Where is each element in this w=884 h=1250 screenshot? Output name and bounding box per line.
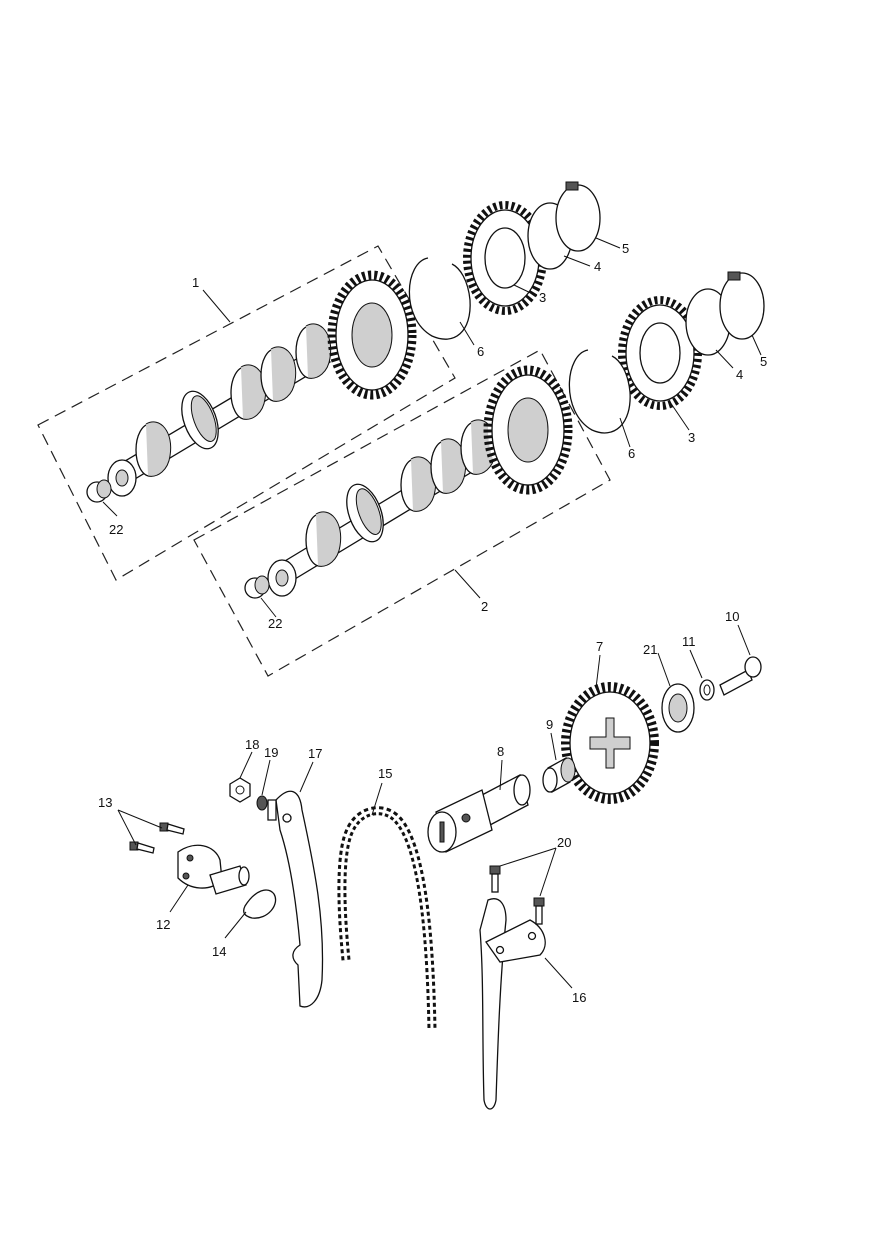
ring-5-lower <box>719 272 765 340</box>
callout-16: 16 <box>572 990 586 1005</box>
gear-3-lower <box>618 296 702 410</box>
guide-blade-16 <box>479 898 507 1110</box>
callout-22-upper: 22 <box>109 522 123 537</box>
callout-18: 18 <box>245 737 259 752</box>
ring-5-upper-tab <box>565 181 579 191</box>
bearing-21 <box>661 683 695 733</box>
cam-chain-15 <box>337 806 437 1031</box>
callout-5-upper: 5 <box>622 241 629 256</box>
callout-1: 1 <box>192 275 199 290</box>
bolt-20-a <box>489 865 501 893</box>
callout-14: 14 <box>212 944 226 959</box>
cam-sprocket-1 <box>327 270 417 400</box>
needle-bearing-9 <box>542 756 576 794</box>
callout-7: 7 <box>596 639 603 654</box>
idler-gear-7 <box>561 682 659 804</box>
callout-17: 17 <box>308 746 322 761</box>
nut-18 <box>229 777 251 803</box>
callout-3-lower: 3 <box>688 430 695 445</box>
ring-5-upper <box>555 184 601 252</box>
callout-8: 8 <box>497 744 504 759</box>
bolt-13-a <box>159 822 185 835</box>
bolt-13-b <box>129 841 155 854</box>
gasket-14 <box>243 889 277 919</box>
callout-4-upper: 4 <box>594 259 601 274</box>
callout-13: 13 <box>98 795 112 810</box>
callout-10: 10 <box>725 609 739 624</box>
bolt-20-b <box>533 897 545 925</box>
plug-22-lower <box>244 575 270 599</box>
callout-15: 15 <box>378 766 392 781</box>
callout-6-upper: 6 <box>477 344 484 359</box>
callout-11: 11 <box>682 634 696 649</box>
callout-19: 19 <box>264 745 278 760</box>
callout-22-lower: 22 <box>268 616 282 631</box>
camshaft-2 <box>267 419 497 597</box>
ring-5-lower-tab <box>727 271 741 281</box>
callout-9: 9 <box>546 717 553 732</box>
assembly-1-outline <box>37 245 456 581</box>
callout-6-lower: 6 <box>628 446 635 461</box>
assembly-2-outline <box>193 349 611 677</box>
circlip-6-lower <box>568 349 631 434</box>
cam-sprocket-2 <box>483 365 573 495</box>
callout-3-upper: 3 <box>539 290 546 305</box>
callout-12: 12 <box>156 917 170 932</box>
shaft-8 <box>427 774 531 853</box>
washer-19 <box>256 795 268 811</box>
circlip-6-upper <box>408 257 471 340</box>
camshaft-1 <box>107 323 332 497</box>
bolt-10 <box>719 656 762 696</box>
leader-lines <box>102 237 762 989</box>
callout-2: 2 <box>481 599 488 614</box>
plug-22-upper <box>86 479 112 503</box>
callout-4-lower: 4 <box>736 367 743 382</box>
tensioner-12 <box>177 844 250 895</box>
callout-21: 21 <box>643 642 657 657</box>
washer-11 <box>699 679 715 701</box>
callout-20: 20 <box>557 835 571 850</box>
tensioner-blade-17 <box>275 790 324 1008</box>
callout-5-lower: 5 <box>760 354 767 369</box>
